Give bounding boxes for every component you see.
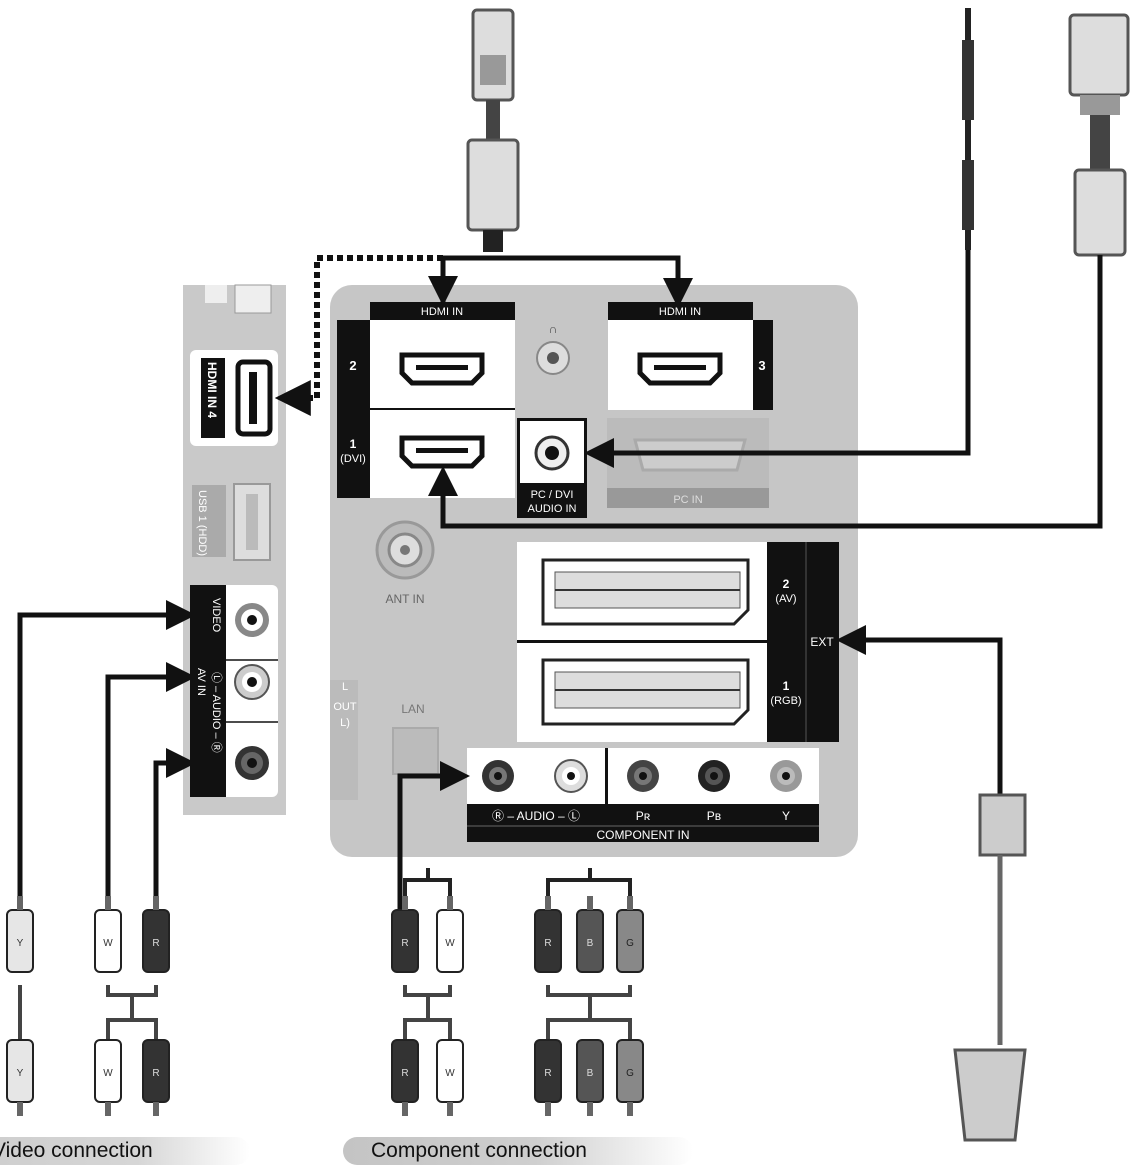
component-pr-label: Pʀ xyxy=(636,809,651,823)
headphone-icon: ∩ xyxy=(549,322,558,336)
dvi-cable xyxy=(428,13,1130,529)
hdmi-port-1[interactable] xyxy=(399,435,485,469)
component-video-plug-bottom-2-label: G xyxy=(626,1068,634,1079)
hdmi-cable xyxy=(274,8,693,416)
ant-in-jack[interactable] xyxy=(375,520,435,580)
video-plug-top-1-label: W xyxy=(103,938,113,949)
video-plug-bottom-2-label: R xyxy=(152,1068,159,1079)
component-audio-l-jack[interactable] xyxy=(554,759,588,793)
main-panel: HDMI IN 2 1 (DVI) HDMI IN 3 ∩ PC / DVI A… xyxy=(330,285,858,857)
scart-cable xyxy=(836,625,1027,1142)
pc-dvi-audio-jack[interactable] xyxy=(534,435,570,471)
audio-r-jack[interactable] xyxy=(235,746,269,780)
component-audio-plug-bottom-0-label: R xyxy=(401,1068,408,1079)
component-y-jack[interactable] xyxy=(770,760,802,792)
scart-port-2[interactable] xyxy=(541,558,750,626)
video-plug-top-0: Y xyxy=(6,896,34,973)
component-connection-label: Component connection xyxy=(371,1139,587,1162)
lan-label: LAN xyxy=(401,702,424,716)
ext2-number: 2 xyxy=(783,577,790,591)
component-in-label: COMPONENT IN xyxy=(596,828,689,842)
component-audio-plug-bottom-0: R xyxy=(391,1039,419,1116)
component-cables xyxy=(397,761,632,1040)
hdmi-port-3-number: 3 xyxy=(758,358,765,373)
component-video-plug-bottom-1: B xyxy=(576,1039,604,1116)
component-connection-bar: Component connection xyxy=(343,1137,693,1165)
component-video-plug-bottom-0-label: R xyxy=(544,1068,551,1079)
component-video-plug-top-0-label: R xyxy=(544,938,551,949)
video-plug-bottom-1: W xyxy=(94,1039,122,1116)
lan-port[interactable] xyxy=(392,727,439,775)
pc-dvi-label-line2: AUDIO IN xyxy=(528,503,577,515)
component-pb-label: Pʙ xyxy=(707,809,721,823)
headphone-jack[interactable] xyxy=(536,341,570,375)
hdmi-in-4-label: HDMI IN 4 xyxy=(205,362,219,418)
component-video-plug-top-1: B xyxy=(576,896,604,973)
component-audio-label: Ⓡ – AUDIO – Ⓛ xyxy=(492,809,580,823)
component-audio-plug-top-1: W xyxy=(436,896,464,973)
video-label: VIDEO xyxy=(210,598,222,633)
component-audio-plug-top-0: R xyxy=(391,896,419,973)
partial-out-3: L) xyxy=(340,717,350,729)
partial-out-1: L xyxy=(342,681,348,693)
component-video-plug-bottom-2: G xyxy=(616,1039,644,1116)
audio-l-jack[interactable] xyxy=(234,664,270,700)
video-jack[interactable] xyxy=(235,603,269,637)
video-plug-top-1: W xyxy=(94,896,122,973)
usb-icon-top xyxy=(205,285,227,303)
scart-port-1[interactable] xyxy=(541,658,750,726)
pc-in-label: PC IN xyxy=(673,494,702,506)
hdmi-port-1-dvi: (DVI) xyxy=(340,453,366,465)
audio-label: Ⓛ – AUDIO – Ⓡ xyxy=(210,672,223,753)
plug-layer: Y W R Y W R R W R W R B G R B G xyxy=(6,896,644,1116)
component-audio-plug-top-1-label: W xyxy=(445,938,455,949)
ext-label: EXT xyxy=(810,635,834,649)
component-audio-r-jack[interactable] xyxy=(482,760,514,792)
component-audio-plug-bottom-1-label: W xyxy=(445,1068,455,1079)
video-plug-bottom-2: R xyxy=(142,1039,170,1116)
component-video-plug-bottom-0: R xyxy=(534,1039,562,1116)
hdmi-in-right-label: HDMI IN xyxy=(659,306,701,318)
video-plug-bottom-0-label: Y xyxy=(17,1068,24,1079)
ext2-sub: (AV) xyxy=(775,593,796,605)
hdmi-port-3[interactable] xyxy=(637,352,723,386)
component-pb-jack[interactable] xyxy=(698,760,730,792)
audio-cable xyxy=(584,8,974,468)
video-plug-bottom-1-label: W xyxy=(103,1068,113,1079)
av-in-label: AV IN xyxy=(195,668,207,696)
component-video-plug-bottom-1-label: B xyxy=(587,1068,594,1079)
component-audio-plug-bottom-1: W xyxy=(436,1039,464,1116)
video-plug-top-2: R xyxy=(142,896,170,973)
component-audio-plug-top-0-label: R xyxy=(401,938,408,949)
component-video-plug-top-0: R xyxy=(534,896,562,973)
side-panel: HDMI IN 4 USB 1 (HDD) VIDEO AV IN Ⓛ – AU… xyxy=(183,284,286,815)
video-plug-top-0-label: Y xyxy=(17,938,24,949)
component-video-plug-top-2-label: G xyxy=(626,938,634,949)
video-connection-label: Video connection xyxy=(0,1139,153,1162)
video-plug-bottom-0: Y xyxy=(6,1039,34,1116)
usb-label: USB 1 (HDD) xyxy=(196,490,208,556)
component-video-plug-top-2: G xyxy=(616,896,644,973)
ant-in-label: ANT IN xyxy=(385,592,424,606)
video-cables xyxy=(17,600,196,1040)
video-plug-top-2-label: R xyxy=(152,938,159,949)
component-pr-jack[interactable] xyxy=(627,760,659,792)
hdmi-port-1-number: 1 xyxy=(350,437,357,451)
component-y-label: Y xyxy=(782,809,790,823)
component-video-plug-top-1-label: B xyxy=(587,938,594,949)
hdmi-in-left-label: HDMI IN xyxy=(421,306,463,318)
partial-out-2: OUT xyxy=(333,701,357,713)
pc-dvi-label-line1: PC / DVI xyxy=(531,489,574,501)
hdmi-port-2-number: 2 xyxy=(349,358,356,373)
video-connection-bar: Video connection xyxy=(0,1137,250,1165)
ext1-sub: (RGB) xyxy=(770,695,801,707)
hdmi-port-2[interactable] xyxy=(399,352,485,386)
ext1-number: 1 xyxy=(783,679,790,693)
